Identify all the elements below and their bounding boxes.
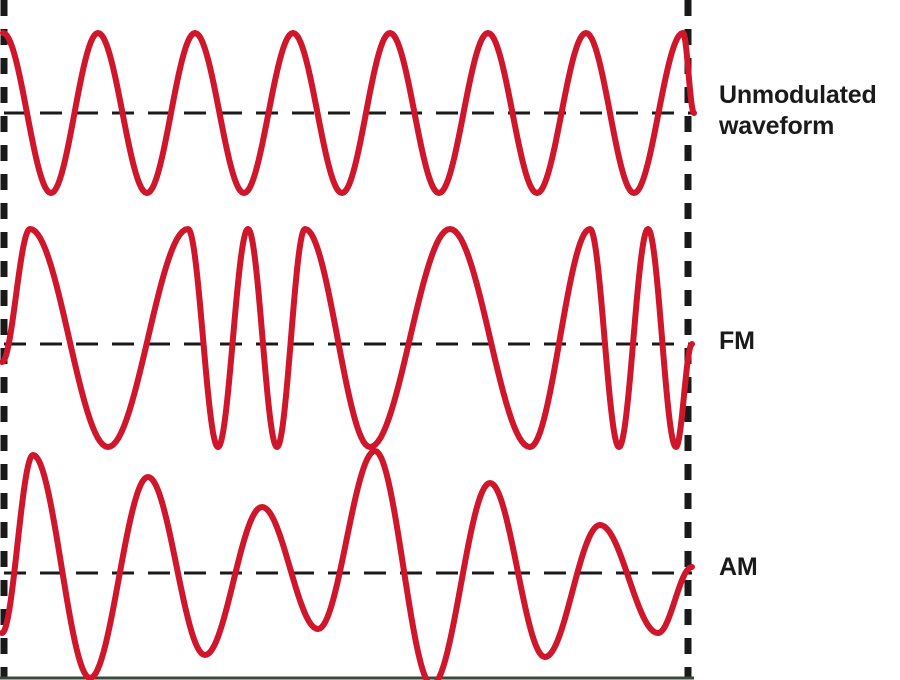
waveform-trace-unmodulated bbox=[0, 30, 697, 196]
legend-label-am: AM bbox=[719, 553, 758, 581]
legend-label-fm: FM bbox=[719, 327, 755, 355]
waveform-traces bbox=[0, 30, 697, 680]
plot-frame bbox=[0, 0, 694, 680]
waveform-trace-fm bbox=[0, 226, 695, 450]
waveform-trace-am bbox=[0, 448, 695, 680]
legend-label-unmodulated: Unmodulated waveform bbox=[719, 81, 877, 140]
